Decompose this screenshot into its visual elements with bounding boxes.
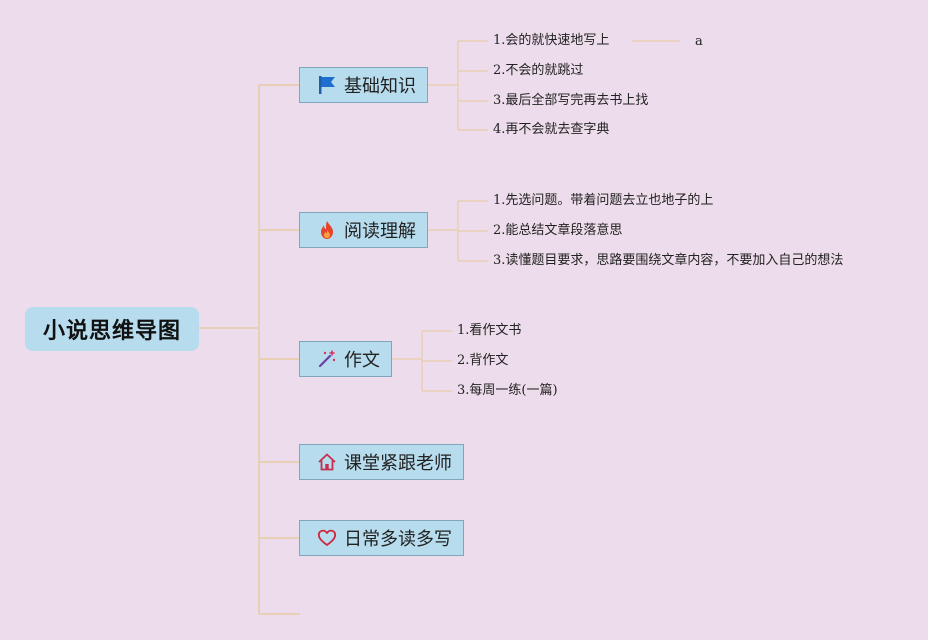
leaf-item[interactable]: 4.再不会就去查字典 bbox=[493, 122, 610, 137]
branch-basic-knowledge[interactable]: 基础知识 bbox=[299, 67, 428, 103]
root-node[interactable]: 小说思维导图 bbox=[25, 307, 199, 351]
stray-text[interactable]: a bbox=[695, 34, 703, 49]
heart-icon bbox=[316, 527, 338, 549]
leaf-item[interactable]: 3.最后全部写完再去书上找 bbox=[493, 93, 649, 108]
magic-wand-icon bbox=[316, 348, 338, 370]
branch-follow-teacher[interactable]: 课堂紧跟老师 bbox=[299, 444, 464, 480]
branch-composition[interactable]: 作文 bbox=[299, 341, 392, 377]
fire-icon bbox=[316, 219, 338, 241]
branch-label: 作文 bbox=[344, 350, 380, 371]
branch-label: 基础知识 bbox=[344, 76, 416, 97]
leaf-item[interactable]: 3.读懂题目要求，思路要围绕文章内容，不要加入自己的想法 bbox=[493, 253, 844, 268]
branch-read-write-daily[interactable]: 日常多读多写 bbox=[299, 520, 464, 556]
branch-label: 课堂紧跟老师 bbox=[344, 453, 452, 474]
leaf-item[interactable]: 1.会的就快速地写上 bbox=[493, 33, 610, 48]
branch-label: 阅读理解 bbox=[344, 221, 416, 242]
branch-reading-comprehension[interactable]: 阅读理解 bbox=[299, 212, 428, 248]
branch-label: 日常多读多写 bbox=[344, 529, 452, 550]
leaf-item[interactable]: 1.看作文书 bbox=[457, 323, 522, 338]
leaf-item[interactable]: 3.每周一练(一篇) bbox=[457, 383, 558, 398]
flag-icon bbox=[316, 74, 338, 96]
leaf-item[interactable]: 2.能总结文章段落意思 bbox=[493, 223, 623, 238]
home-icon bbox=[316, 451, 338, 473]
leaf-item[interactable]: 1.先选问题。带着问题去立也地子的上 bbox=[493, 193, 714, 208]
leaf-item[interactable]: 2.背作文 bbox=[457, 353, 509, 368]
leaf-item[interactable]: 2.不会的就跳过 bbox=[493, 63, 584, 78]
